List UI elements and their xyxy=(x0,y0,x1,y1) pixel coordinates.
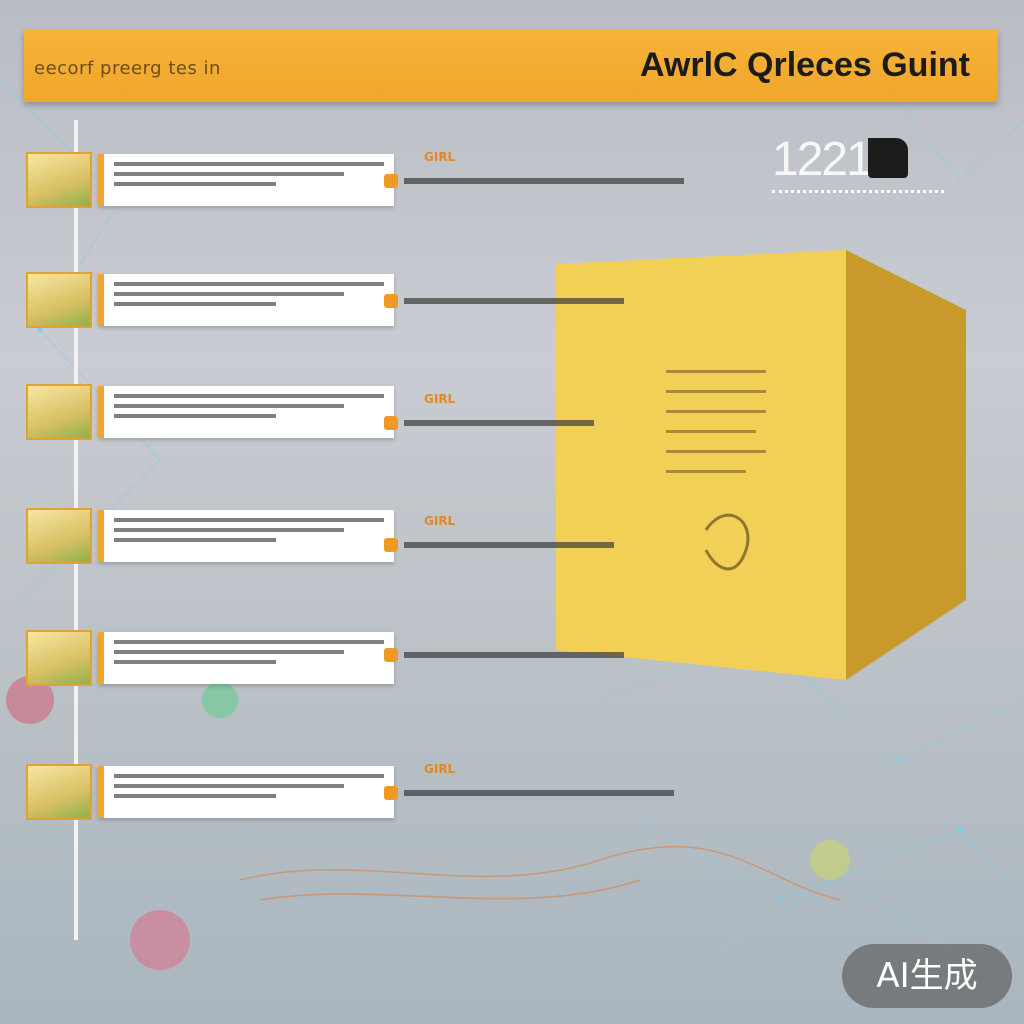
tag-icon xyxy=(384,173,398,188)
timeline-card xyxy=(98,274,394,326)
footer-labels xyxy=(100,928,214,939)
timeline-card xyxy=(98,154,394,206)
ai-generated-badge: AI生成 xyxy=(842,944,1012,1008)
header-title: AwrlC Qrleces Guint xyxy=(639,46,970,84)
tag-icon xyxy=(384,647,398,662)
tag-icon xyxy=(384,785,398,800)
timeline-thumbnail xyxy=(26,272,92,328)
tag-row: GIRL xyxy=(384,150,684,189)
timeline-card xyxy=(98,766,394,818)
header-subtitle: eecorf preerg tes in xyxy=(34,58,221,79)
tag-row: GIRL xyxy=(384,392,594,431)
timeline-thumbnail xyxy=(26,630,92,686)
year-divider xyxy=(772,190,944,193)
tag-row xyxy=(384,644,624,663)
tag-label: GIRL xyxy=(424,514,456,528)
tag-icon xyxy=(384,293,398,308)
header-banner: eecorf preerg tes in AwrlC Qrleces Guint xyxy=(24,30,998,102)
tag-icon xyxy=(384,537,398,552)
year-readout: 1221 xyxy=(772,133,873,186)
tag-row: GIRL xyxy=(384,514,614,553)
tag-label: GIRL xyxy=(424,150,456,164)
timeline-thumbnail xyxy=(26,508,92,564)
tag-label: GIRL xyxy=(424,762,456,776)
timeline-card xyxy=(98,510,394,562)
tag-label: GIRL xyxy=(424,392,456,406)
tag-row: GIRL xyxy=(384,762,674,801)
year-block-icon xyxy=(868,138,908,178)
timeline-card xyxy=(98,632,394,684)
timeline-thumbnail xyxy=(26,384,92,440)
timeline-thumbnail xyxy=(26,764,92,820)
tag-row xyxy=(384,290,624,309)
timeline-thumbnail xyxy=(26,152,92,208)
timeline-card xyxy=(98,386,394,438)
gold-box-illustration xyxy=(556,250,966,680)
tag-icon xyxy=(384,415,398,430)
